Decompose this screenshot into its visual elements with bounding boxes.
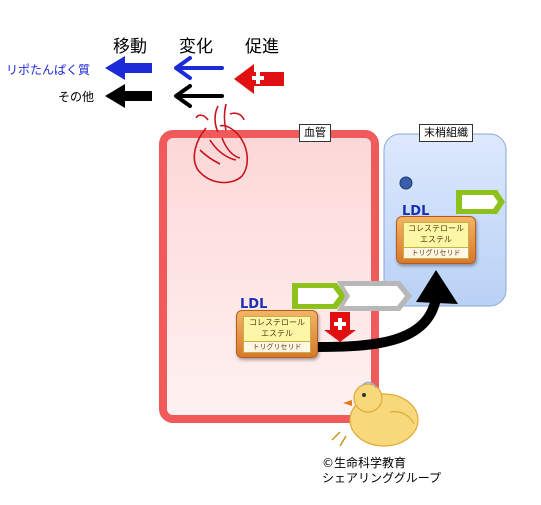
tissue-cell-dot	[399, 176, 413, 190]
tissue-receptor-icon	[456, 190, 505, 214]
legend-move-black-arrow	[105, 84, 152, 108]
blood-vessel-label: 血管	[299, 124, 331, 142]
legend-promote-arrow	[234, 64, 284, 94]
credit-line1: ©生命科学教育	[322, 456, 407, 470]
ldl-vessel-title: LDL	[240, 297, 268, 312]
ldl-tissue-cholesterol: コレステロール エステル	[403, 222, 469, 248]
peripheral-tissue-label: 末梢組織	[419, 124, 473, 142]
promote-marker-icon	[324, 312, 356, 342]
ldl-vessel-triglyceride: トリグリセリド	[243, 341, 311, 353]
blood-vessel-region	[159, 130, 379, 423]
heart-icon	[193, 103, 249, 184]
uptake-arrow	[315, 270, 458, 352]
ldl-vessel-particle: コレステロール エステル トリグリセリド	[236, 310, 318, 358]
credit: ©生命科学教育 シェアリンググループ	[322, 456, 441, 486]
vessel-receptor-icon	[292, 283, 346, 309]
header-change: 変化	[179, 37, 213, 57]
legend-change-black-arrow	[174, 84, 224, 108]
transport-gate-icon	[337, 281, 412, 311]
ldl-vessel-cholesterol: コレステロール エステル	[243, 316, 311, 342]
legend-move-blue-arrow	[105, 56, 152, 80]
ldl-tissue-triglyceride: トリグリセリド	[403, 247, 469, 259]
chick-icon	[331, 381, 419, 447]
credit-line2: シェアリンググループ	[322, 471, 442, 485]
header-move: 移動	[113, 37, 147, 57]
ldl-tissue-particle: コレステロール エステル トリグリセリド	[396, 216, 476, 264]
legend-change-blue-arrow	[174, 56, 224, 80]
legend-lipoprotein-label: リポたんぱく質	[6, 63, 91, 77]
legend-other-label: その他	[58, 90, 95, 104]
ldl-tissue-title: LDL	[402, 204, 430, 219]
header-promote: 促進	[245, 37, 279, 57]
